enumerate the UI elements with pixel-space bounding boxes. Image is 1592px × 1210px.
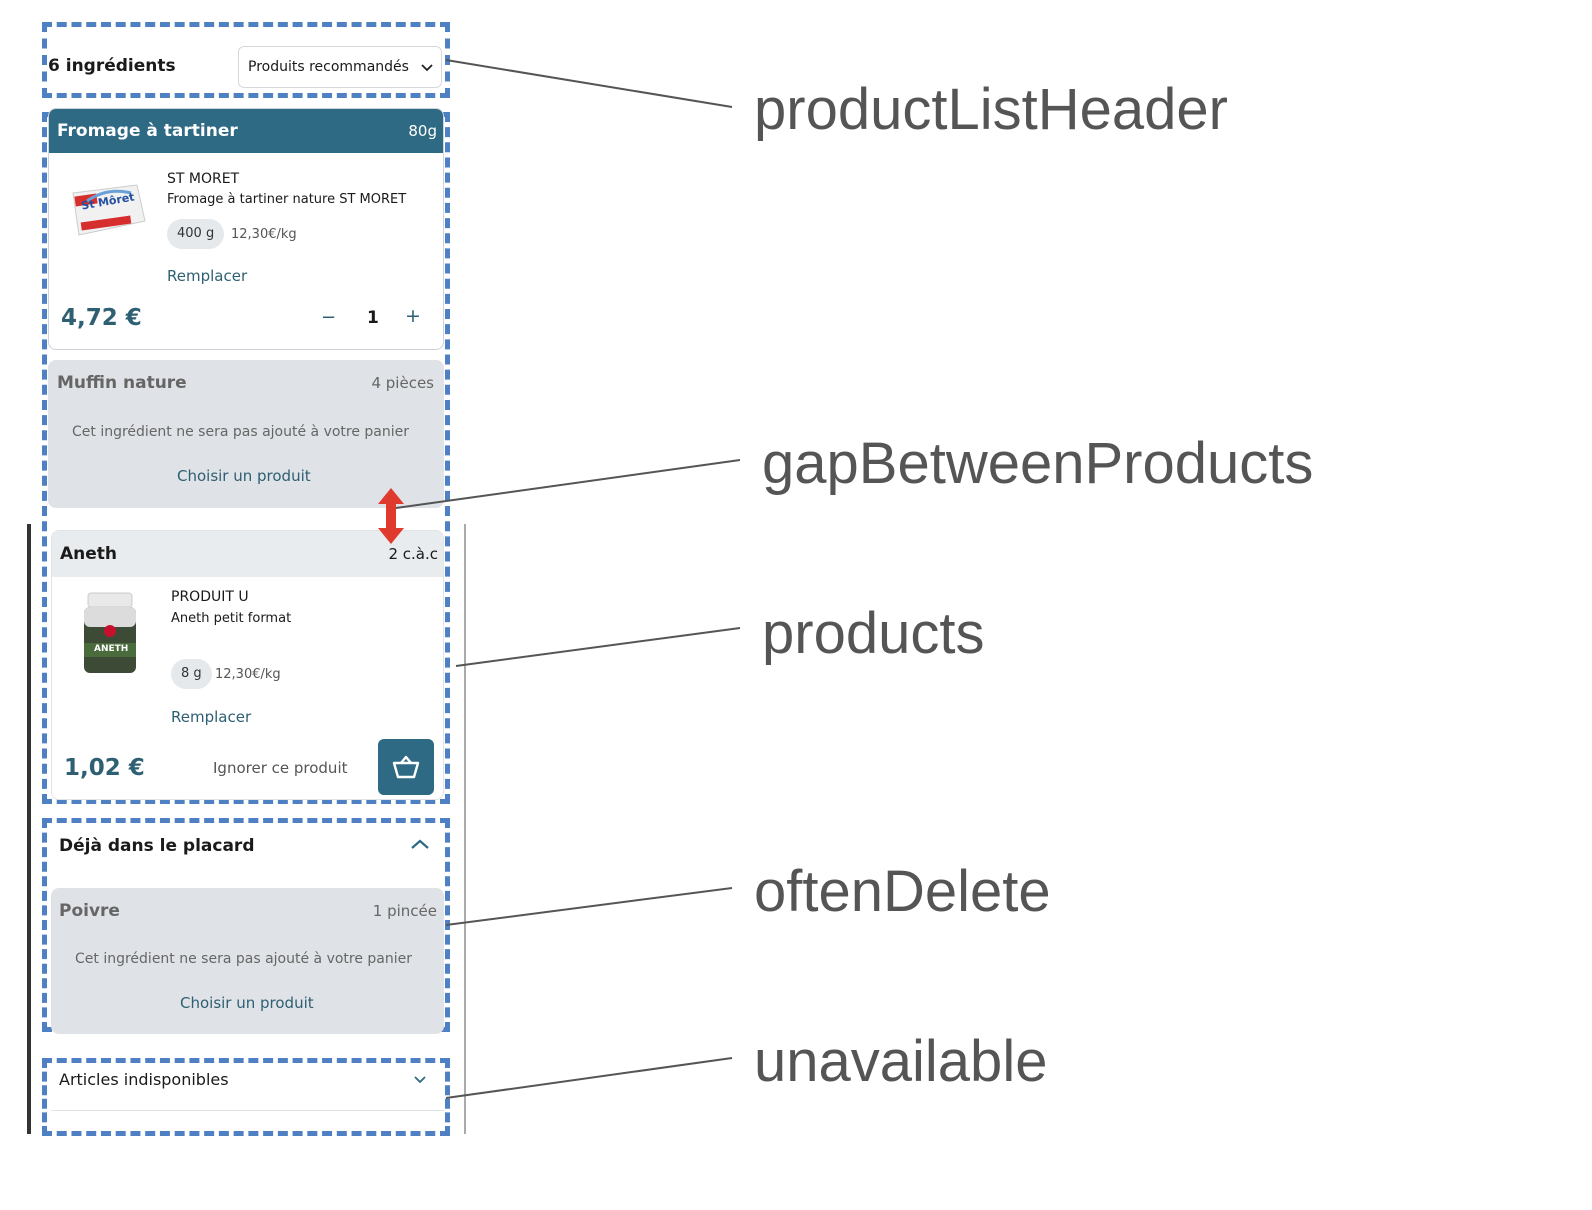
often-delete-title: Déjà dans le placard <box>59 836 255 856</box>
replace-link[interactable]: Remplacer <box>167 267 248 285</box>
ignore-product-link[interactable]: Ignorer ce produit <box>213 759 348 777</box>
product-weight-badge: 400 g <box>167 219 225 249</box>
chevron-down-icon <box>421 64 433 72</box>
product-name: Fromage à tartiner nature ST MORET <box>167 192 407 207</box>
right-bracket-line <box>464 524 466 1134</box>
chevron-up-icon[interactable] <box>410 838 430 850</box>
product-amount: 2 c.à.c <box>388 545 438 563</box>
product-name: Aneth petit format <box>171 611 292 626</box>
product-image: St Môret <box>67 181 147 241</box>
product-card-header: Aneth 2 c.à.c <box>52 531 443 577</box>
unavailable-title: Articles indisponibles <box>59 1070 229 1089</box>
unavailable-leader-line <box>445 1057 733 1099</box>
quantity-value: 1 <box>367 308 379 328</box>
ingredient-card-poivre: Poivre 1 pincée Cet ingrédient ne sera p… <box>51 888 444 1034</box>
product-title: Fromage à tartiner <box>57 121 238 141</box>
ingredient-amount: 1 pincée <box>372 902 437 920</box>
quantity-plus-button[interactable]: + <box>405 305 421 327</box>
quantity-minus-button[interactable]: − <box>321 307 337 328</box>
product-amount: 80g <box>408 122 437 140</box>
replace-link[interactable]: Remplacer <box>171 708 252 726</box>
left-bracket-line <box>27 524 31 1134</box>
not-added-notice: Cet ingrédient ne sera pas ajouté à votr… <box>75 951 413 967</box>
product-brand: PRODUIT U <box>171 589 249 605</box>
products-leader-line <box>455 627 741 667</box>
product-weight-badge: 8 g <box>171 659 212 689</box>
product-amount: 4 pièces <box>371 374 434 392</box>
gap-arrow <box>378 488 404 544</box>
label-products: products <box>762 601 985 666</box>
label-gap-between-products: gapBetweenProducts <box>762 431 1314 496</box>
product-title: Muffin nature <box>57 373 187 393</box>
product-price: 4,72 € <box>61 305 142 331</box>
product-unit-price: 12,30€/kg <box>215 667 281 682</box>
product-card-muffin: Muffin nature 4 pièces Cet ingrédient ne… <box>48 360 444 508</box>
product-title: Aneth <box>60 544 118 564</box>
product-unit-price: 12,30€/kg <box>231 227 297 242</box>
product-card-fromage: Fromage à tartiner 80g St Môret ST MORET… <box>48 108 444 350</box>
sort-select-label: Produits recommandés <box>248 59 409 75</box>
choose-product-link[interactable]: Choisir un produit <box>177 467 311 485</box>
ingredient-title: Poivre <box>59 901 120 921</box>
product-image: ANETH <box>80 591 140 677</box>
product-price: 1,02 € <box>64 755 145 781</box>
product-brand: ST MORET <box>167 171 240 187</box>
ingredient-count: 6 ingrédients <box>48 56 176 76</box>
label-often-delete: oftenDelete <box>754 859 1051 924</box>
gap-leader-line <box>395 459 741 509</box>
add-to-cart-button[interactable] <box>378 739 434 795</box>
product-card-header: Fromage à tartiner 80g <box>49 109 443 153</box>
not-added-notice: Cet ingrédient ne sera pas ajouté à votr… <box>72 424 410 440</box>
header-leader-line <box>445 59 733 108</box>
label-product-list-header: productListHeader <box>754 77 1228 142</box>
unavailable-divider <box>51 1110 444 1111</box>
chevron-down-icon[interactable] <box>413 1075 427 1084</box>
product-card-aneth: Aneth 2 c.à.c ANETH PRODUIT U Aneth peti… <box>51 530 444 800</box>
choose-product-link[interactable]: Choisir un produit <box>180 994 314 1012</box>
sort-select[interactable]: Produits recommandés <box>238 46 442 88</box>
product-image-label: ANETH <box>94 644 129 654</box>
often-delete-leader-line <box>445 887 733 926</box>
basket-icon <box>392 755 420 779</box>
label-unavailable: unavailable <box>754 1029 1048 1094</box>
